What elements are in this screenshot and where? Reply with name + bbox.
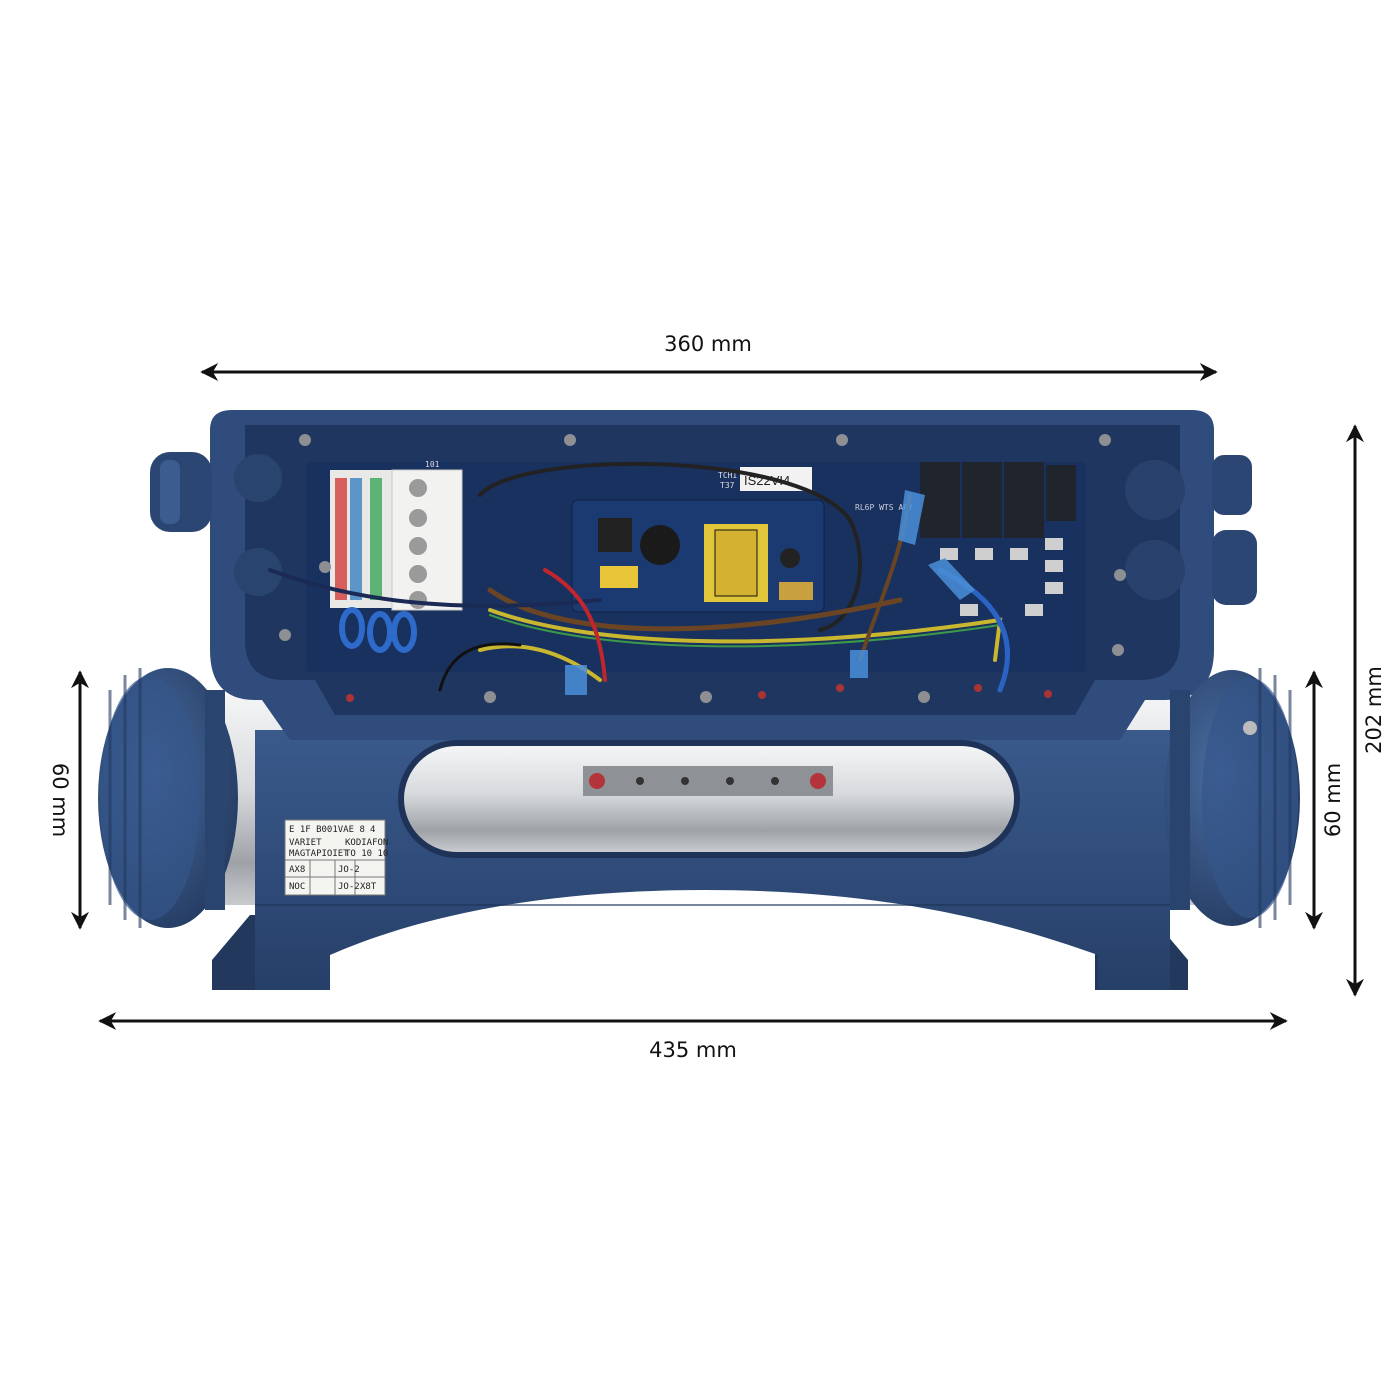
label-cell-b: JO-2 — [338, 865, 360, 875]
dimension-right-inner-label: 60 mm — [1321, 763, 1345, 837]
label-line2-left: VARIET — [289, 838, 322, 848]
end-cap-right — [1164, 668, 1300, 928]
spade-connectors — [565, 490, 975, 695]
label-cell-a: AX8 — [289, 865, 305, 875]
dimension-bottom-label: 435 mm — [649, 1038, 737, 1062]
dimension-left-label: 60 mm — [48, 763, 72, 837]
terminal-text: 101 — [425, 460, 440, 469]
red-indicators — [346, 684, 1052, 702]
label-cell-d: JO-2 — [338, 882, 360, 892]
label-cell-c: NOC — [289, 882, 305, 892]
dimension-bottom: 435 mm — [98, 1012, 1288, 1062]
end-cap-left — [98, 668, 238, 928]
cable-gland-left — [150, 452, 282, 596]
dimension-right-height-label: 202 mm — [1362, 666, 1386, 754]
ferrite-coils — [339, 607, 417, 653]
heater-terminal-strip — [583, 766, 833, 796]
dimension-top: 360 mm — [200, 332, 1218, 381]
dimension-top-label: 360 mm — [664, 332, 752, 356]
label-line2-right: KODIAFON — [345, 838, 388, 848]
product-label: E 1F B001VAE 8 4 VARIET KODIAFON MAGTAPI… — [284, 819, 388, 896]
relay-text: RL6P WTS APY — [855, 503, 913, 512]
power-supply-board — [571, 499, 825, 613]
label-line1: E 1F B001VAE 8 — [289, 825, 365, 835]
label-cell-e: X8T — [360, 882, 377, 892]
spa-controller: E 1F B001VAE 8 4 VARIET KODIAFON MAGTAPI… — [98, 410, 1300, 990]
dimension-left: 60 mm — [48, 670, 89, 930]
board-code: TCHI — [718, 471, 737, 480]
label-line3-left: MAGTAPIOIET — [289, 849, 349, 859]
cable-gland-right — [1125, 455, 1257, 605]
dimension-right-height: 202 mm — [1346, 424, 1386, 997]
board-code2: T37 — [720, 481, 735, 490]
label-line3-right: TO 10 10 — [345, 849, 388, 859]
label-line1-right: 4 — [370, 825, 375, 835]
housing-screws — [279, 434, 1126, 703]
dimension-right-inner: 60 mm — [1305, 670, 1345, 930]
relay-bank — [920, 462, 1076, 616]
terminal-block: 101 — [330, 460, 463, 611]
